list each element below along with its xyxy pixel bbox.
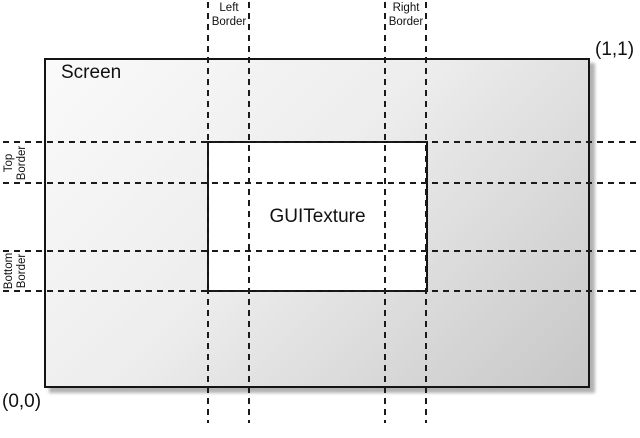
right-border-label: Right Border (375, 1, 437, 29)
left-border-label-line2: Border (211, 16, 247, 28)
guitexture-label-wrap: GUITexture (207, 141, 428, 292)
left-border-label-line1: Left (219, 2, 239, 14)
guitexture-rect (207, 141, 428, 292)
left-border-outer-guide-line (207, 2, 209, 423)
bottom-border-label-line2: Border (16, 253, 28, 289)
coordinate-label-bottom-left: (0,0) (2, 391, 42, 412)
bottom-border-label-line1: Bottom (3, 252, 15, 290)
bottom-border-inner-guide-line (3, 250, 640, 252)
screen-label: Screen (61, 62, 122, 83)
left-border-inner-guide-line (248, 2, 250, 423)
top-border-label-line2: Border (16, 145, 28, 181)
bottom-border-label: Bottom Border (3, 249, 29, 293)
top-border-inner-guide-line (3, 182, 640, 184)
coordinate-label-top-right: (1,1) (595, 39, 635, 60)
left-border-label: Left Border (198, 1, 260, 29)
top-border-label: Top Border (3, 141, 29, 185)
guitexture-label: GUITexture (269, 205, 366, 227)
right-border-label-line1: Right (392, 2, 420, 14)
right-border-label-line2: Border (388, 16, 424, 28)
right-border-inner-guide-line (384, 2, 386, 423)
bottom-border-outer-guide-line (3, 290, 640, 292)
right-border-outer-guide-line (425, 2, 427, 423)
top-border-label-line1: Top (3, 153, 15, 173)
top-border-outer-guide-line (3, 141, 640, 143)
